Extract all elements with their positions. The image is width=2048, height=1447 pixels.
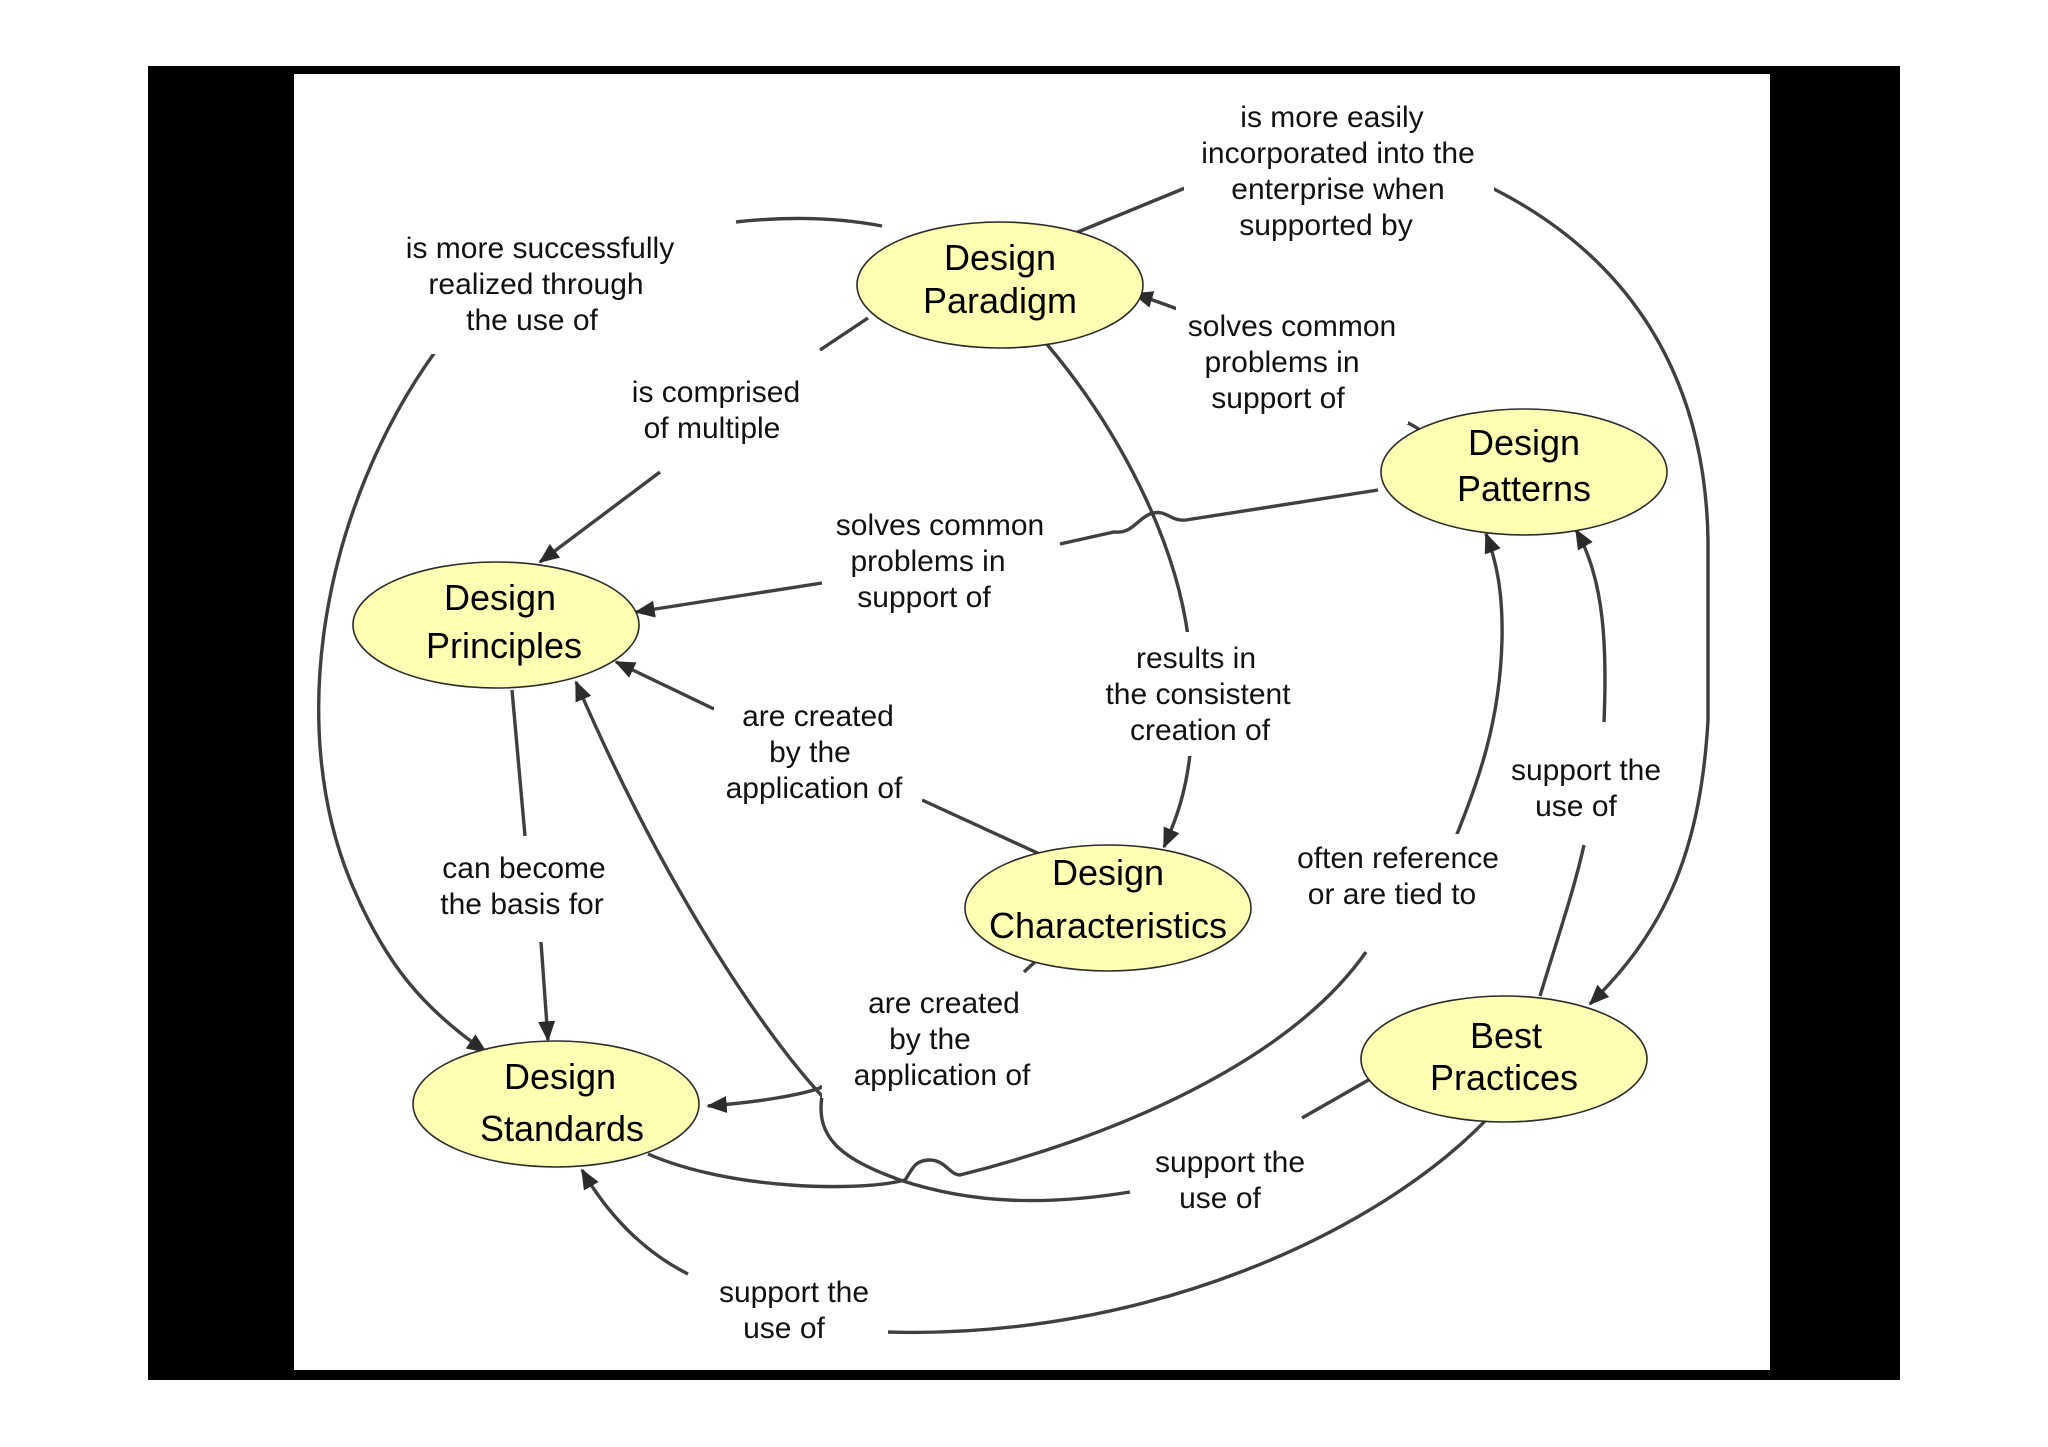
svg-text:Best: Best xyxy=(1470,1015,1542,1056)
svg-text:enterprise when: enterprise when xyxy=(1231,173,1444,206)
edge-right-arc-to-practices xyxy=(1491,186,1710,1006)
edge-left-arc-to-standards xyxy=(317,351,488,1054)
edge-paradigm-principles xyxy=(540,316,869,562)
svg-text:Paradigm: Paradigm xyxy=(923,280,1077,321)
svg-text:are created: are created xyxy=(742,700,894,733)
svg-text:support of: support of xyxy=(857,581,991,614)
svg-text:creation of: creation of xyxy=(1130,714,1271,747)
edge-standards-to-patterns xyxy=(647,534,1502,1189)
label-realized-through: is more successfully realized through th… xyxy=(392,224,692,354)
svg-text:solves common: solves common xyxy=(836,509,1044,542)
svg-text:Design: Design xyxy=(1468,422,1580,463)
node-design-patterns: Design Patterns xyxy=(1380,408,1668,536)
svg-text:Design: Design xyxy=(504,1056,616,1097)
svg-text:by the: by the xyxy=(769,736,851,769)
edge-top-arc-principles xyxy=(735,216,883,228)
svg-text:are created: are created xyxy=(868,987,1020,1020)
svg-text:often reference: often reference xyxy=(1297,842,1499,875)
svg-text:incorporated into the: incorporated into the xyxy=(1201,137,1475,170)
label-incorporated: is more easily incorporated into the ent… xyxy=(1184,94,1494,254)
svg-text:use of: use of xyxy=(1179,1182,1261,1215)
svg-text:is more successfully: is more successfully xyxy=(406,232,674,265)
label-solves-common-center: solves common problems in support of xyxy=(822,498,1058,622)
svg-text:Design: Design xyxy=(1052,852,1164,893)
node-design-standards: Design Standards xyxy=(412,1040,700,1168)
svg-text:application of: application of xyxy=(726,772,903,805)
svg-text:supported by: supported by xyxy=(1239,209,1412,242)
node-design-principles: Design Principles xyxy=(352,561,640,689)
svg-text:Characteristics: Characteristics xyxy=(989,905,1227,946)
svg-text:Design: Design xyxy=(944,237,1056,278)
edge-patterns-to-principles xyxy=(636,488,1379,612)
svg-text:or are tied to: or are tied to xyxy=(1308,878,1476,911)
svg-text:support the: support the xyxy=(1155,1146,1305,1179)
edge-paradigm-to-characteristics xyxy=(1043,340,1192,847)
label-support-the-bottom: support the use of xyxy=(692,1254,888,1348)
svg-text:Standards: Standards xyxy=(480,1108,644,1149)
svg-text:the use of: the use of xyxy=(466,304,598,337)
label-are-created-upper: are created by the application of xyxy=(714,692,922,816)
svg-text:the consistent: the consistent xyxy=(1105,678,1291,711)
svg-text:Principles: Principles xyxy=(426,625,582,666)
svg-text:use of: use of xyxy=(1535,790,1617,823)
svg-text:Practices: Practices xyxy=(1430,1057,1578,1098)
svg-text:results in: results in xyxy=(1136,642,1256,675)
svg-text:of multiple: of multiple xyxy=(644,412,781,445)
edge-characteristics-to-principles xyxy=(616,662,1045,858)
svg-text:the basis for: the basis for xyxy=(440,888,603,921)
svg-text:realized through: realized through xyxy=(428,268,643,301)
edge-practices-to-standards xyxy=(582,1118,1488,1335)
svg-text:application of: application of xyxy=(854,1059,1031,1092)
svg-text:problems in: problems in xyxy=(850,545,1005,578)
svg-text:by the: by the xyxy=(889,1023,971,1056)
svg-text:use of: use of xyxy=(743,1312,825,1345)
node-design-characteristics: Design Characteristics xyxy=(964,844,1252,972)
label-are-created-lower: are created by the application of xyxy=(822,980,1036,1098)
svg-text:support the: support the xyxy=(1511,754,1661,787)
node-design-paradigm: Design Paradigm xyxy=(856,221,1144,349)
edge-principles-to-standards xyxy=(510,689,548,1040)
label-is-comprised: is comprised of multiple xyxy=(620,370,820,466)
label-solves-common-top: solves common problems in support of xyxy=(1176,300,1408,424)
svg-text:is comprised: is comprised xyxy=(632,376,800,409)
svg-text:Patterns: Patterns xyxy=(1457,468,1591,509)
label-support-the-center: support the use of xyxy=(1132,1124,1328,1220)
label-can-become: can become the basis for xyxy=(424,838,624,942)
svg-text:can become: can become xyxy=(442,852,605,885)
svg-text:solves common: solves common xyxy=(1188,310,1396,343)
svg-text:is more easily: is more easily xyxy=(1240,101,1423,134)
label-often-reference: often reference or are tied to xyxy=(1288,834,1516,928)
edge-paradigm-top xyxy=(1067,184,1191,238)
edge-practices-to-principles xyxy=(576,682,1373,1203)
svg-text:problems in: problems in xyxy=(1204,346,1359,379)
label-support-the-right: support the use of xyxy=(1504,744,1664,836)
label-results-in: results in the consistent creation of xyxy=(1094,632,1308,756)
svg-text:Design: Design xyxy=(444,577,556,618)
svg-text:support the: support the xyxy=(719,1276,869,1309)
node-best-practices: Best Practices xyxy=(1360,995,1648,1123)
edge-practices-to-patterns xyxy=(1538,530,1607,997)
svg-text:support of: support of xyxy=(1211,382,1345,415)
